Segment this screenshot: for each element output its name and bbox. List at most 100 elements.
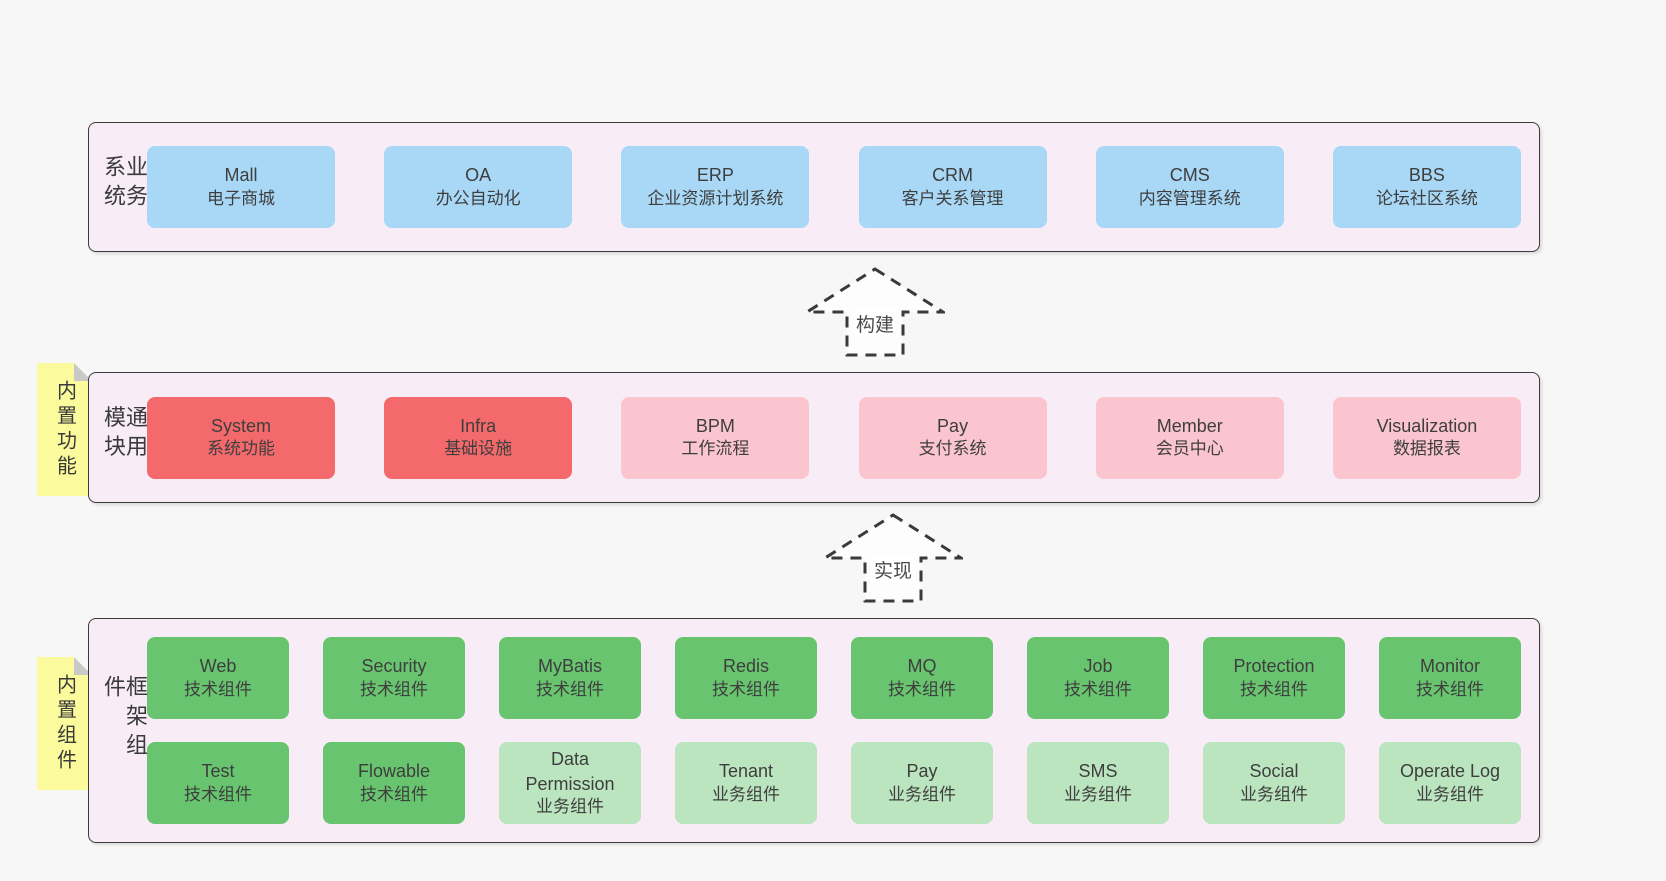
module-title: Job: [1083, 656, 1113, 677]
module-title: MyBatis: [537, 656, 602, 677]
module-title: Mall: [224, 165, 258, 186]
module-title: Test: [201, 761, 235, 782]
module-subtitle: 办公自动化: [435, 188, 521, 208]
module-subtitle: 技术组件: [360, 784, 428, 804]
module-box: BPM 工作流程: [621, 396, 810, 479]
module-subtitle: 企业资源计划系统: [647, 188, 784, 208]
module-title: Tenant: [718, 761, 774, 782]
band-label-framework-components: 框架组件: [101, 674, 148, 762]
module-title: System: [210, 415, 271, 436]
module-subtitle: 业务组件: [1416, 784, 1484, 804]
module-title: ERP: [696, 165, 734, 186]
sticky-note-builtin-functions: 内置功能: [37, 363, 92, 496]
module-title: Monitor: [1419, 656, 1481, 677]
arrow-label-implement: 实现: [870, 556, 916, 583]
module-subtitle: 业务组件: [1064, 784, 1132, 804]
module-subtitle: 基础设施: [444, 439, 513, 459]
module-subtitle: 会员中心: [1155, 439, 1224, 459]
module-subtitle: 支付系统: [918, 439, 987, 459]
module-subtitle: 电子商城: [207, 188, 275, 208]
band-label-common-modules: 通用模块: [101, 405, 148, 464]
module-subtitle: 技术组件: [1240, 679, 1308, 699]
module-subtitle: 工作流程: [681, 439, 750, 459]
arrow-implement: 实现: [823, 512, 963, 604]
module-subtitle: 业务组件: [888, 784, 956, 804]
module-subtitle: 技术组件: [536, 679, 604, 699]
module-title: CRM: [932, 165, 974, 186]
module-subtitle: 数据报表: [1392, 439, 1461, 459]
module-title: Pay: [937, 415, 969, 436]
band-common-modules: 通用模块 System 系统功能 Infra 基础设施 BPM 工作流程 Pay 支付系统 Me…: [88, 372, 1540, 503]
module-title: Operate Log: [1399, 761, 1501, 782]
module-title: Protection: [1233, 656, 1315, 677]
module-box: Member 会员中心: [1095, 396, 1284, 479]
module-box: Infra 基础设施: [384, 396, 573, 479]
module-title: Security: [361, 656, 427, 677]
module-title: Flowable: [357, 761, 431, 782]
module-title: Redis: [722, 656, 770, 677]
module-subtitle: 系统功能: [207, 439, 275, 459]
module-title: Pay: [906, 761, 938, 782]
module-subtitle: 技术组件: [1416, 679, 1484, 699]
module-row: System 系统功能 Infra 基础设施 BPM 工作流程 Pay 支付系统 Member 会…: [147, 396, 1521, 479]
module-title: Web: [199, 656, 237, 677]
module-subtitle: 内容管理系统: [1138, 188, 1241, 208]
module-subtitle: 技术组件: [184, 784, 252, 804]
module-title: MQ: [907, 656, 937, 677]
band-label-business-systems: 业务系统: [101, 155, 148, 213]
band-content-common: System 系统功能 Infra 基础设施 BPM 工作流程 Pay 支付系统 Member 会…: [147, 373, 1539, 502]
module-subtitle: 业务组件: [712, 784, 780, 804]
module-subtitle: 技术组件: [360, 679, 428, 699]
arrow-label-build: 构建: [852, 310, 898, 337]
sticky-note-label: 内置功能: [53, 379, 76, 480]
module-subtitle: 技术组件: [888, 679, 956, 699]
module-title: BPM: [695, 415, 735, 436]
module-subtitle: 技术组件: [184, 679, 252, 699]
sticky-note-builtin-components: 内置组件: [37, 657, 92, 790]
module-title: Social: [1249, 761, 1299, 782]
module-subtitle: 业务组件: [1240, 784, 1308, 804]
module-title: Visualization: [1376, 415, 1478, 436]
module-title: SMS: [1078, 761, 1118, 782]
sticky-note-label: 内置组件: [53, 673, 76, 774]
module-title: Data Permission: [525, 749, 615, 794]
module-title: Member: [1156, 415, 1223, 436]
module-subtitle: 技术组件: [1064, 679, 1132, 699]
module-box: Pay 支付系统: [858, 396, 1047, 479]
module-title: BBS: [1408, 165, 1445, 186]
module-title: OA: [465, 165, 492, 186]
arrow-build: 构建: [805, 266, 945, 358]
module-subtitle: 论坛社区系统: [1375, 188, 1478, 208]
module-subtitle: 业务组件: [536, 796, 604, 816]
module-subtitle: 技术组件: [712, 679, 780, 699]
module-title: CMS: [1169, 165, 1210, 186]
module-title: Infra: [460, 415, 497, 436]
